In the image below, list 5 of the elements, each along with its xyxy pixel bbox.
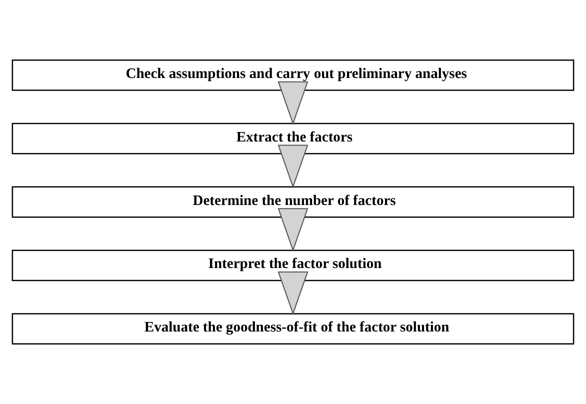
arrow (278, 81, 308, 125)
node-box: Evaluate the goodness-of-fit of the factor solution (12, 313, 574, 344)
arrow (278, 272, 308, 316)
arrow (278, 208, 308, 252)
arrow (278, 144, 308, 188)
